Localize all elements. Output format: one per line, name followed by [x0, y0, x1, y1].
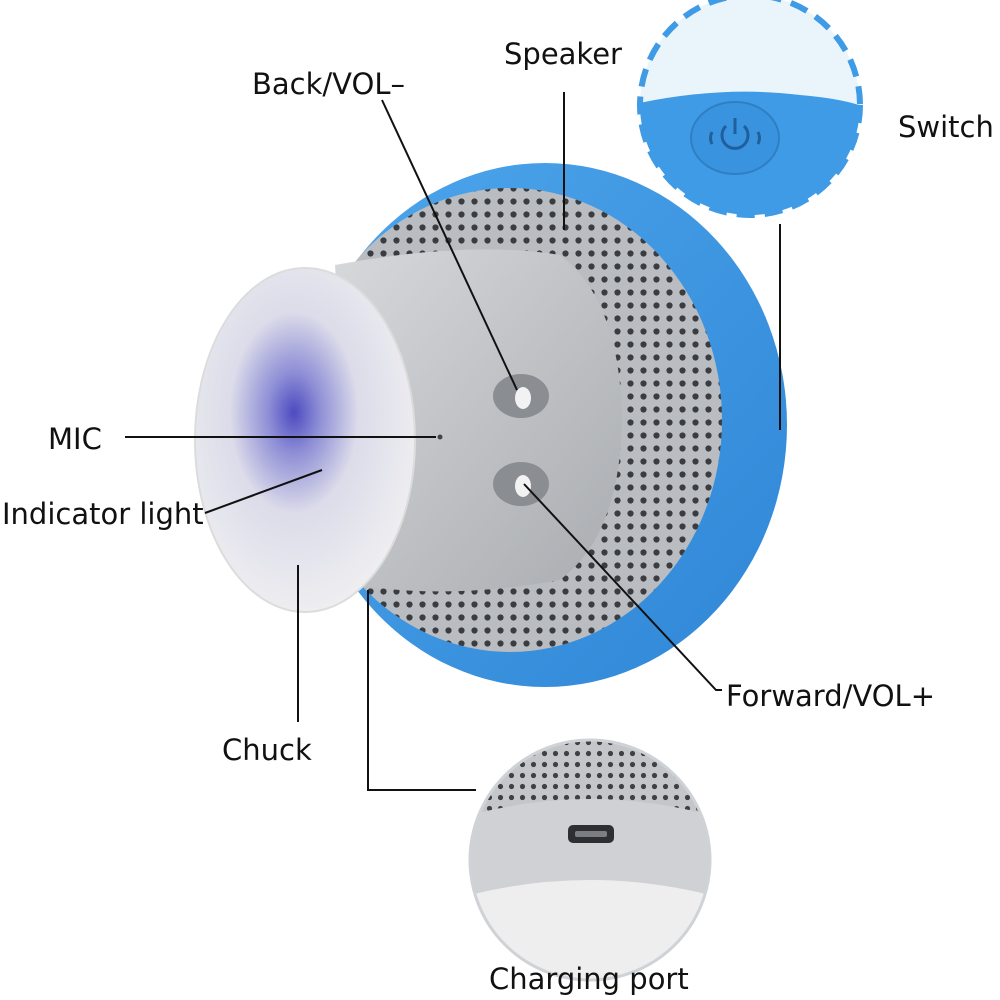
suction-cup [194, 267, 416, 613]
label-mic: MIC [48, 422, 102, 456]
power-icon [709, 118, 761, 150]
label-forward-vol-plus: Forward/VOL+ [726, 679, 936, 713]
label-indicator-light: Indicator light [2, 497, 204, 531]
charging-port-zoom-circle [468, 738, 712, 982]
label-chuck: Chuck [222, 733, 312, 767]
back-vol-minus-button [493, 374, 549, 418]
forward-vol-plus-button [493, 462, 549, 506]
label-speaker: Speaker [504, 37, 622, 71]
label-switch: Switch [898, 110, 994, 144]
switch-zoom-circle [637, 0, 863, 218]
leader-lines [125, 92, 781, 791]
label-charging-port: Charging port [489, 962, 689, 996]
label-back-vol-minus: Back/VOL– [252, 67, 405, 101]
mic-hole [437, 434, 443, 440]
